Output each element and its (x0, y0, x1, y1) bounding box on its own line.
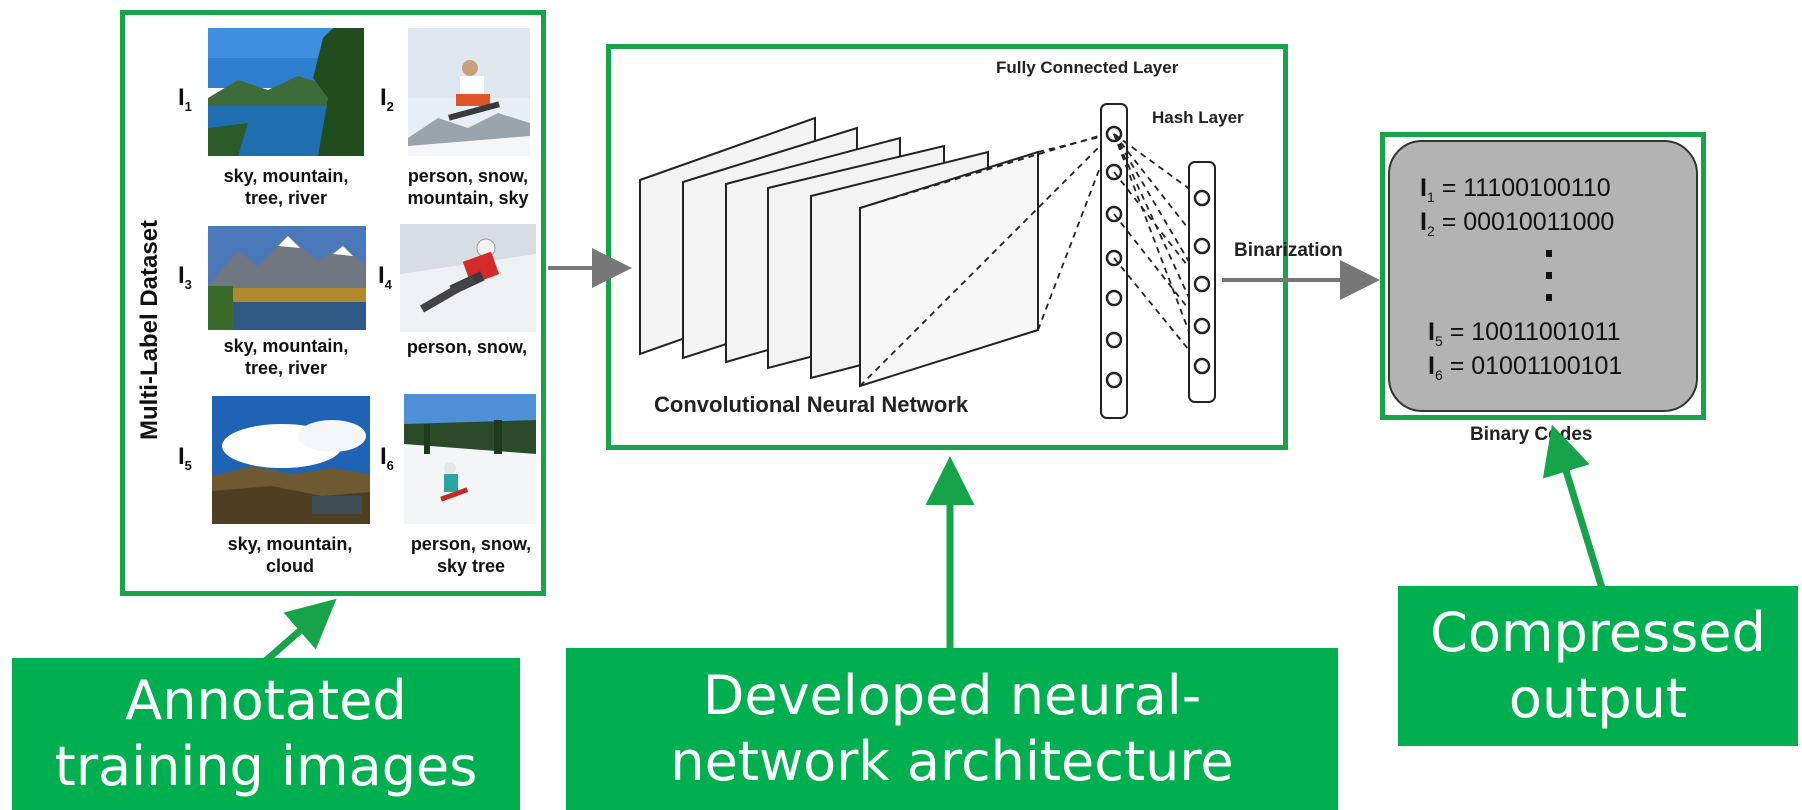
image-caption-5: sky, mountain,cloud (227, 534, 353, 576)
image-caption-6: person, snow,sky tree (410, 534, 532, 576)
image-clouds-mountain (212, 396, 370, 524)
fully-connected-layer-label: Fully Connected Layer (996, 58, 1179, 77)
code-line-1: I1 = 11100100110 (1420, 174, 1611, 205)
image-alpine-lake (208, 226, 366, 330)
code-line-6: I6 = 01001100101 (1428, 352, 1623, 383)
training-callout-arrow (259, 598, 337, 667)
codes-ellipsis (1546, 250, 1552, 301)
image-snowboarder-red (400, 224, 536, 332)
architecture-callout: Developed neural-network architecture (566, 648, 1338, 810)
code-line-5: I5 = 10011001011 (1428, 318, 1621, 349)
binarization-label: Binarization (1234, 240, 1343, 261)
cnn-to-fc-connections (859, 131, 1113, 387)
image-lake-mountain (208, 28, 364, 156)
binary-codes-box (1388, 140, 1698, 412)
code-line-2: I2 = 00010011000 (1420, 208, 1615, 239)
fc-to-hash-connections (1113, 133, 1203, 367)
image-label-3: I3 (178, 262, 192, 292)
image-label-6: I6 (380, 443, 394, 473)
image-caption-3: sky, mountain,tree, river (223, 336, 349, 378)
image-snowboarder-jump (408, 28, 530, 156)
cnn-label: Convolutional Neural Network (654, 392, 969, 417)
output-callout-arrow (1542, 424, 1606, 590)
image-caption-2: person, snow,mountain, sky (407, 166, 529, 208)
image-caption-1: sky, mountain,tree, river (223, 166, 349, 208)
image-skier-slope (404, 394, 536, 524)
image-caption-4: person, snow, (406, 337, 528, 357)
image-label-1: I1 (178, 84, 192, 114)
hash-nodes (1193, 189, 1211, 375)
image-label-2: I2 (380, 84, 394, 114)
cnn-feature-maps (639, 116, 1039, 388)
hash-layer-label: Hash Layer (1152, 108, 1244, 127)
image-label-5: I5 (178, 443, 192, 473)
image-label-4: I4 (378, 262, 392, 292)
